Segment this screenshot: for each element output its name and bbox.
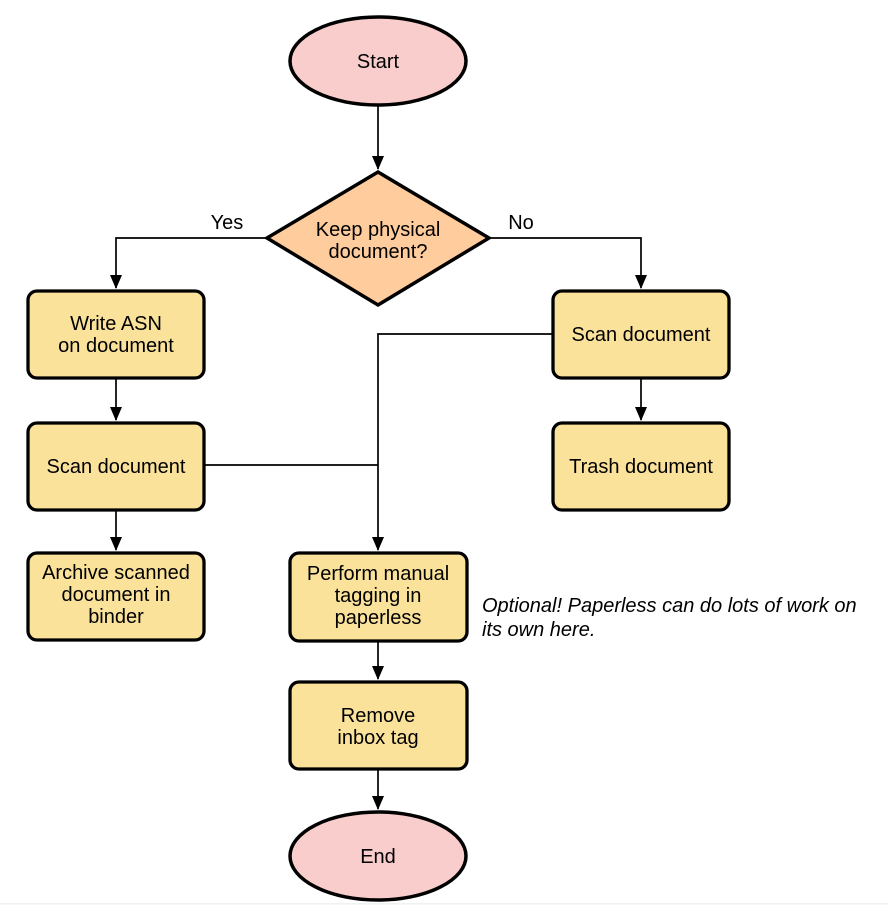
start-node: Start (288, 15, 468, 107)
scan-document-right-node: Scan document (551, 289, 731, 380)
edge-decision-yes (110, 237, 267, 289)
archive-label-line3: binder (88, 606, 144, 628)
write-asn-label-line1: Write ASN (70, 313, 162, 335)
edge-decision-no (489, 237, 647, 289)
remove-inbox-label-line2: inbox tag (337, 727, 418, 749)
trash-document-node: Trash document (551, 421, 731, 512)
decision-label-line1: Keep physical (316, 219, 441, 241)
end-node: End (288, 810, 468, 902)
annotation: Optional! Paperless can do lots of work … (482, 595, 857, 641)
start-label: Start (357, 51, 400, 73)
tagging-label-line1: Perform manual (307, 563, 449, 585)
edge-label-no: No (508, 212, 534, 234)
tagging-label-line2: tagging in (335, 585, 422, 607)
scan-document-left-node: Scan document (26, 421, 206, 512)
decision-node: Keep physical document? (263, 169, 493, 308)
tagging-label-line3: paperless (335, 607, 422, 629)
archive-node: Archive scanned document in binder (26, 551, 206, 642)
decision-label-line2: document? (329, 241, 428, 263)
write-asn-node: Write ASN on document (26, 289, 206, 380)
annotation-line1: Optional! Paperless can do lots of work … (482, 595, 857, 617)
remove-inbox-label-line1: Remove (341, 705, 415, 727)
bottom-divider (0, 903, 888, 905)
archive-label-line1: Archive scanned (42, 562, 190, 584)
edge-scanright-to-tagging (372, 333, 553, 551)
remove-inbox-tag-node: Remove inbox tag (288, 680, 469, 771)
write-asn-label-line2: on document (58, 335, 174, 357)
annotation-line2: its own here. (482, 619, 595, 641)
end-label: End (360, 846, 396, 868)
archive-label-line2: document in (62, 584, 171, 606)
tagging-node: Perform manual tagging in paperless (288, 551, 469, 643)
edge-label-yes: Yes (211, 212, 244, 234)
trash-document-label: Trash document (569, 456, 713, 478)
scan-document-right-label: Scan document (572, 324, 711, 346)
scan-document-left-label: Scan document (47, 456, 186, 478)
